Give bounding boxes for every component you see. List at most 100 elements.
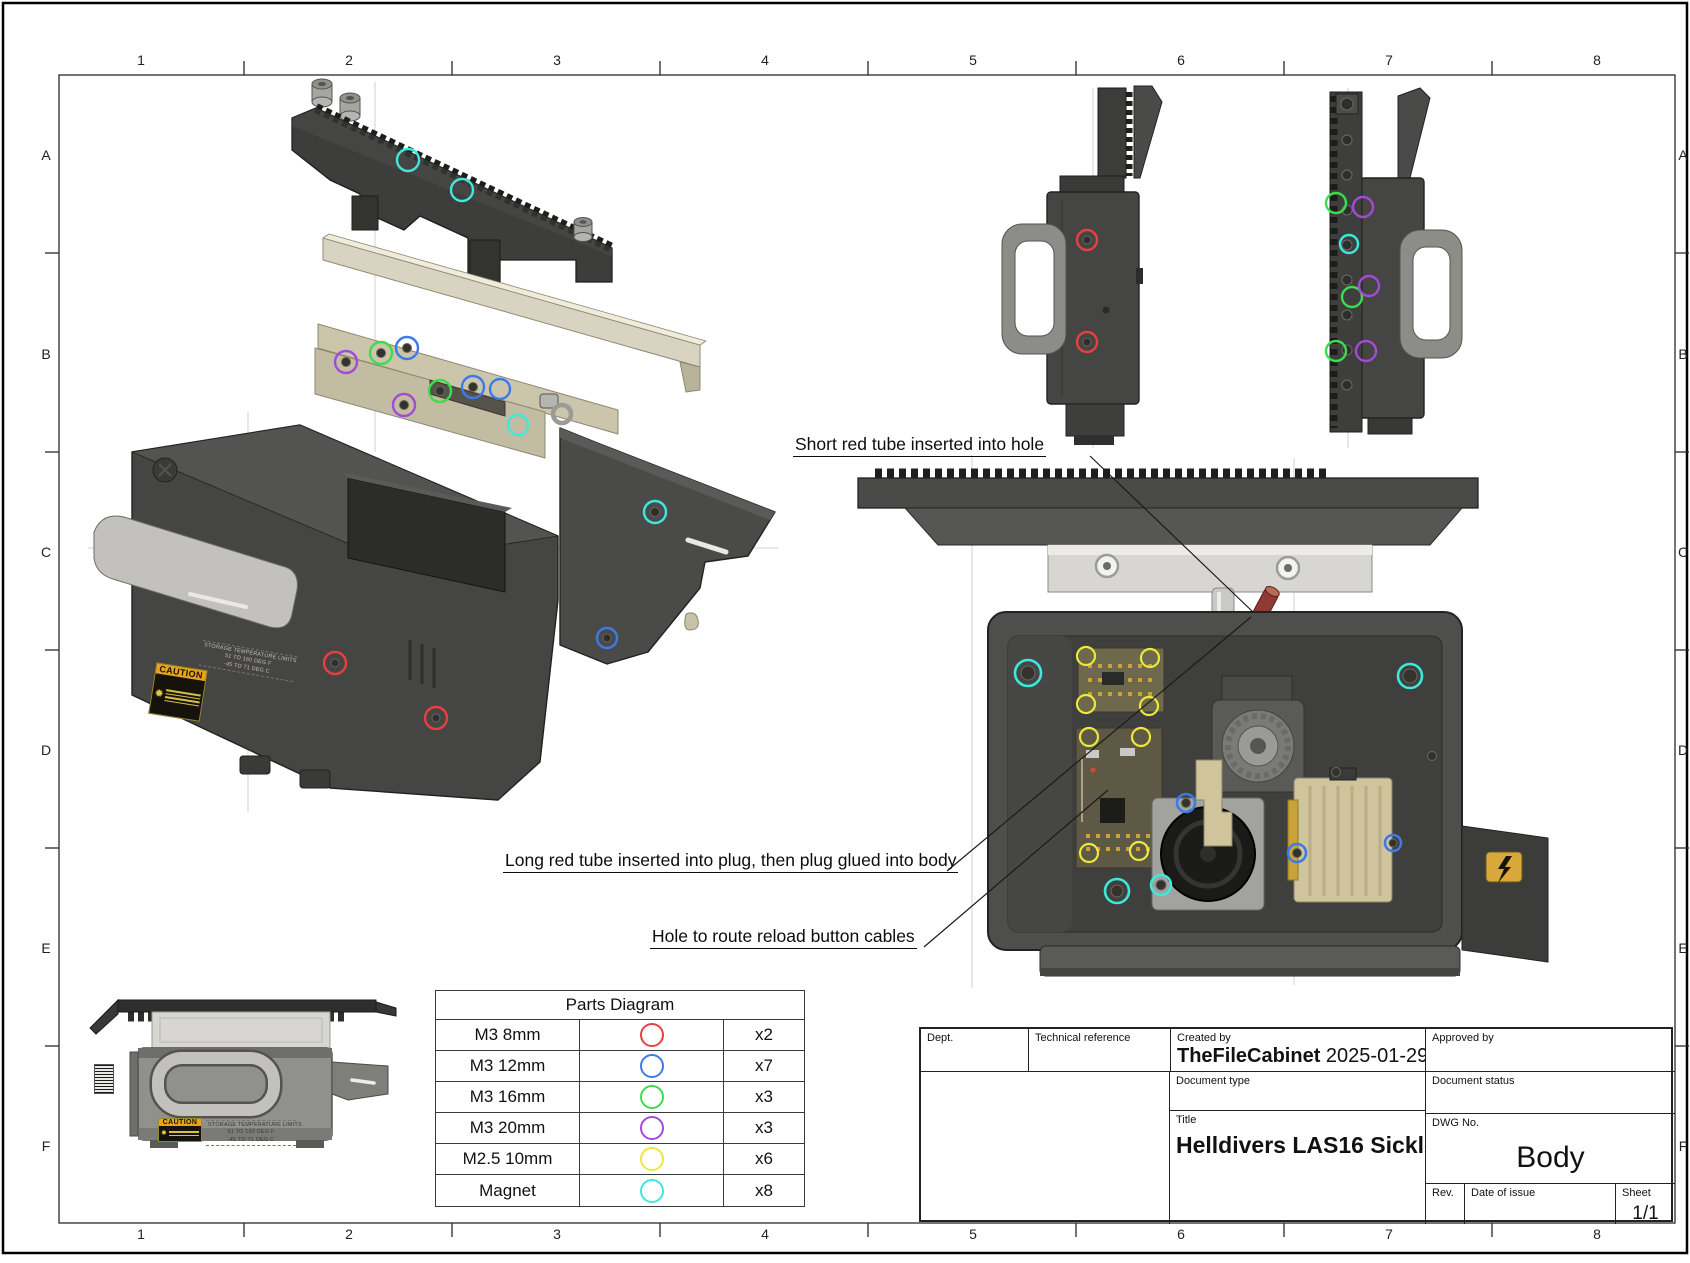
grid-row-label: A xyxy=(41,147,51,163)
document-title: Helldivers LAS16 Sickle xyxy=(1176,1132,1425,1158)
exploded-view xyxy=(93,78,776,801)
screw-rings-c xyxy=(1013,658,1424,905)
titleblock-sheet-cell: Sheet 1/1 xyxy=(1615,1184,1675,1224)
table-row: Magnet x8 xyxy=(436,1175,804,1206)
grid-row-label: A xyxy=(1678,147,1688,163)
grid-col-label: 7 xyxy=(1385,1226,1393,1242)
grid-row-label: C xyxy=(1677,544,1689,560)
barcode-label xyxy=(94,1064,114,1094)
screw-heads-c xyxy=(1020,665,1437,898)
grid-row-label: B xyxy=(1678,346,1688,362)
table-row: M3 16mm x3 xyxy=(436,1082,804,1113)
grid-col-label: 4 xyxy=(761,52,769,68)
annotation-short-tube: Short red tube inserted into hole xyxy=(793,434,1047,457)
title-block: Dept. Technical reference Created by The… xyxy=(919,1027,1675,1224)
part-count: x3 xyxy=(755,1087,773,1106)
part-count: x2 xyxy=(755,1025,773,1044)
side-view-2 xyxy=(1324,87,1463,435)
grid-row-label: F xyxy=(1678,1138,1688,1154)
legend-circle xyxy=(639,1054,664,1078)
table-row: M2.5 10mm x6 xyxy=(436,1144,804,1175)
grid-col-label: 6 xyxy=(1177,52,1185,68)
table-row: M3 12mm x7 xyxy=(436,1051,804,1082)
part-count: x7 xyxy=(755,1056,773,1075)
part-label: M3 8mm xyxy=(436,1020,580,1050)
laser-warning-icon: ✹ xyxy=(153,686,165,701)
pcb-small xyxy=(1075,645,1165,717)
part-label: M3 12mm xyxy=(436,1051,580,1081)
motor-assembly xyxy=(1211,675,1305,793)
legend-circle xyxy=(639,1023,664,1047)
grid-row-label: E xyxy=(1678,940,1688,956)
titleblock-createdby-cell: Created by TheFileCabinet 2025-01-29 xyxy=(1170,1029,1425,1072)
titleblock-dwg-cell: DWG No. Body xyxy=(1425,1114,1675,1184)
screw-rings-b2 xyxy=(1324,191,1381,363)
caution-sticker: CAUTION ✹ xyxy=(148,662,208,722)
part-count: x3 xyxy=(755,1118,773,1137)
legend-circle xyxy=(639,1116,664,1140)
part-count: x8 xyxy=(755,1180,773,1200)
grid-col-label: 7 xyxy=(1385,52,1393,68)
part-count: x6 xyxy=(755,1149,773,1168)
caution-label: CAUTION xyxy=(159,1119,201,1126)
grid-col-label: 1 xyxy=(137,1226,145,1242)
screw-heads-a xyxy=(341,343,478,410)
created-by-value: TheFileCabinet xyxy=(1177,1045,1321,1067)
ruler-ticks xyxy=(45,61,1689,1237)
screw-rings-a xyxy=(333,335,530,437)
parts-table-title: Parts Diagram xyxy=(436,991,804,1020)
laser-warning-icon: ✹ xyxy=(161,1130,167,1137)
table-row: M3 8mm x2 xyxy=(436,1020,804,1051)
grid-col-label: 4 xyxy=(761,1226,769,1242)
annotation-reload-hole: Hole to route reload button cables xyxy=(650,926,917,949)
parts-table: Parts Diagram M3 8mm x2 M3 12mm x7 M3 16… xyxy=(435,990,805,1207)
grid-col-label: 3 xyxy=(553,52,561,68)
table-row: M3 20mm x3 xyxy=(436,1113,804,1144)
titleblock-title-cell: Title Helldivers LAS16 Sickle xyxy=(1176,1114,1425,1158)
grid-col-label: 3 xyxy=(553,1226,561,1242)
grid-row-label: D xyxy=(1677,742,1689,758)
legend-circle xyxy=(639,1147,664,1171)
grid-col-label: 5 xyxy=(969,1226,977,1242)
grid-row-label: D xyxy=(40,742,52,758)
grid-col-label: 8 xyxy=(1593,52,1601,68)
leader-lines xyxy=(923,455,1254,948)
grid-col-label: 1 xyxy=(137,52,145,68)
titleblock-doctype-cell: Document type xyxy=(1170,1072,1425,1111)
caution-sticker-small: CAUTION ✹ xyxy=(158,1118,202,1142)
inner-frame xyxy=(58,74,1676,1224)
part-label: M2.5 10mm xyxy=(436,1144,580,1174)
grid-row-label: F xyxy=(41,1138,51,1154)
annotation-long-tube: Long red tube inserted into plug, then p… xyxy=(503,850,959,873)
part-label: M3 20mm xyxy=(436,1113,580,1143)
grid-col-label: 2 xyxy=(345,52,353,68)
sheet-number: 1/1 xyxy=(1632,1203,1659,1224)
engraved-storage-text-small: STORAGE TEMPERATURE LIMITS 51 TO 160 DEG… xyxy=(206,1120,302,1147)
grid-col-label: 6 xyxy=(1177,1226,1185,1242)
grid-col-label: 5 xyxy=(969,52,977,68)
dwg-number: Body xyxy=(1516,1141,1585,1174)
internal-view xyxy=(857,468,1549,977)
grid-col-label: 8 xyxy=(1593,1226,1601,1242)
assembled-view xyxy=(89,998,397,1148)
part-label: Magnet xyxy=(436,1175,580,1206)
titleblock-rev-cell: Rev. xyxy=(1425,1184,1464,1224)
titleblock-docstatus-cell: Document status xyxy=(1425,1072,1675,1114)
grid-row-label: B xyxy=(41,346,51,362)
side-view-1 xyxy=(1001,85,1163,445)
part-label: M3 16mm xyxy=(436,1082,580,1112)
created-date: 2025-01-29 xyxy=(1325,1045,1425,1067)
standoff-cylinders xyxy=(311,78,361,122)
titleblock-dateofissue-cell: Date of issue xyxy=(1464,1184,1615,1224)
pcb-large xyxy=(1075,726,1163,869)
legend-circle xyxy=(639,1085,664,1109)
grid-row-label: C xyxy=(40,544,52,560)
body-shell xyxy=(93,424,559,801)
titleblock-techref-cell: Technical reference xyxy=(1029,1029,1170,1072)
titleblock-approvedby-cell: Approved by xyxy=(1425,1029,1675,1072)
titleblock-empty-cell xyxy=(921,1072,1170,1224)
side-wedge xyxy=(1461,825,1549,963)
